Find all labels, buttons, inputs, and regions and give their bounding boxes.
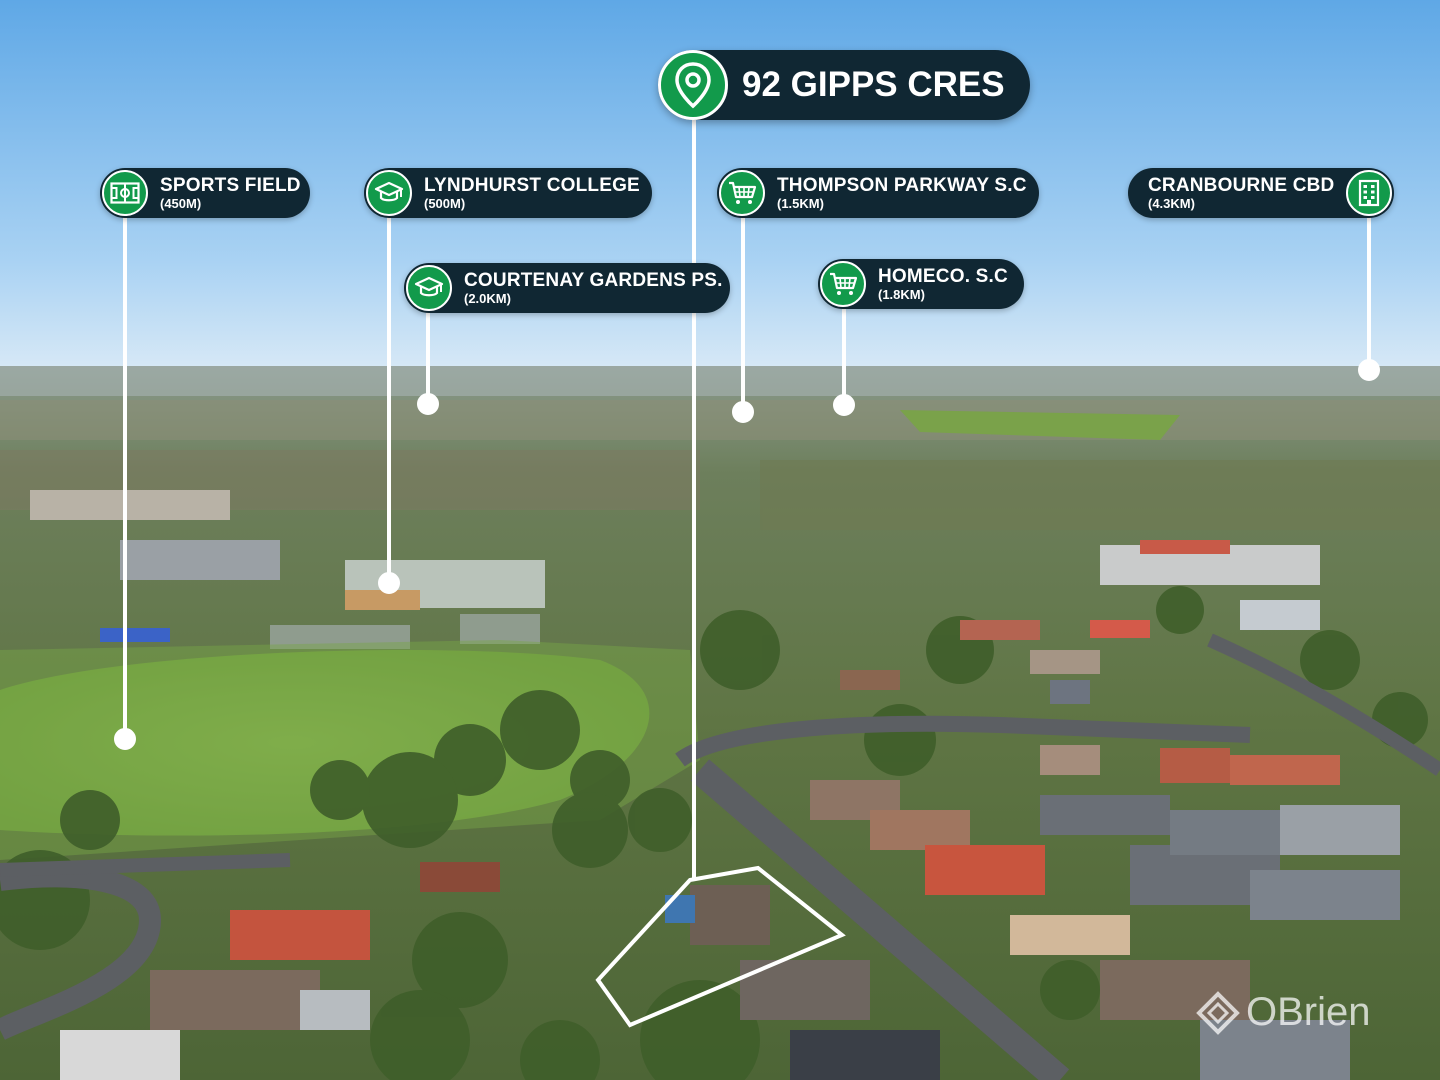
poi-distance: (4.3KM) (1148, 195, 1195, 211)
poi-distance: (500M) (424, 195, 466, 211)
watermark: OBrien (1196, 990, 1371, 1035)
poi-thompson-parkway: THOMPSON PARKWAY S.C (1.5KM) (717, 168, 1039, 218)
poi-cranbourne-cbd: CRANBOURNE CBD (4.3KM) (1128, 168, 1394, 218)
building-icon (1346, 170, 1393, 216)
cranbourne-cbd-marker (1358, 359, 1380, 381)
poi-name: CRANBOURNE CBD (1148, 174, 1335, 196)
lyndhurst-college-marker (378, 572, 400, 594)
poi-name: LYNDHURST COLLEGE (424, 174, 640, 196)
property-boundary (595, 865, 846, 1028)
address-label: 92 GIPPS CRES (658, 50, 1030, 120)
graduation-cap-icon (366, 170, 412, 216)
poi-distance: (1.5KM) (777, 195, 824, 211)
graduation-cap-icon (406, 265, 452, 311)
watermark-text: OBrien (1246, 990, 1371, 1034)
poi-courtenay-gardens: COURTENAY GARDENS PS. (2.0KM) (404, 263, 730, 313)
poi-distance: (1.8KM) (878, 286, 925, 302)
location-pin-icon (658, 50, 728, 120)
poi-distance: (450M) (160, 195, 202, 211)
poi-name: SPORTS FIELD (160, 174, 301, 196)
poi-distance: (2.0KM) (464, 290, 511, 306)
shopping-cart-icon (820, 261, 866, 307)
address-title: 92 GIPPS CRES (742, 65, 1005, 104)
poi-sports-field: SPORTS FIELD (450M) (100, 168, 310, 218)
poi-name: THOMPSON PARKWAY S.C (777, 174, 1027, 196)
poi-name: HOMECO. S.C (878, 265, 1008, 287)
homeco-marker (833, 394, 855, 416)
sports-field-icon (102, 170, 148, 216)
sports-field-marker (114, 728, 136, 750)
courtenay-gardens-marker (417, 393, 439, 415)
thompson-parkway-marker (732, 401, 754, 423)
poi-name: COURTENAY GARDENS PS. (464, 269, 723, 291)
shopping-cart-icon (719, 170, 765, 216)
poi-homeco: HOMECO. S.C (1.8KM) (818, 259, 1024, 309)
obrien-logo-icon (1196, 990, 1240, 1035)
poi-lyndhurst-college: LYNDHURST COLLEGE (500M) (364, 168, 652, 218)
